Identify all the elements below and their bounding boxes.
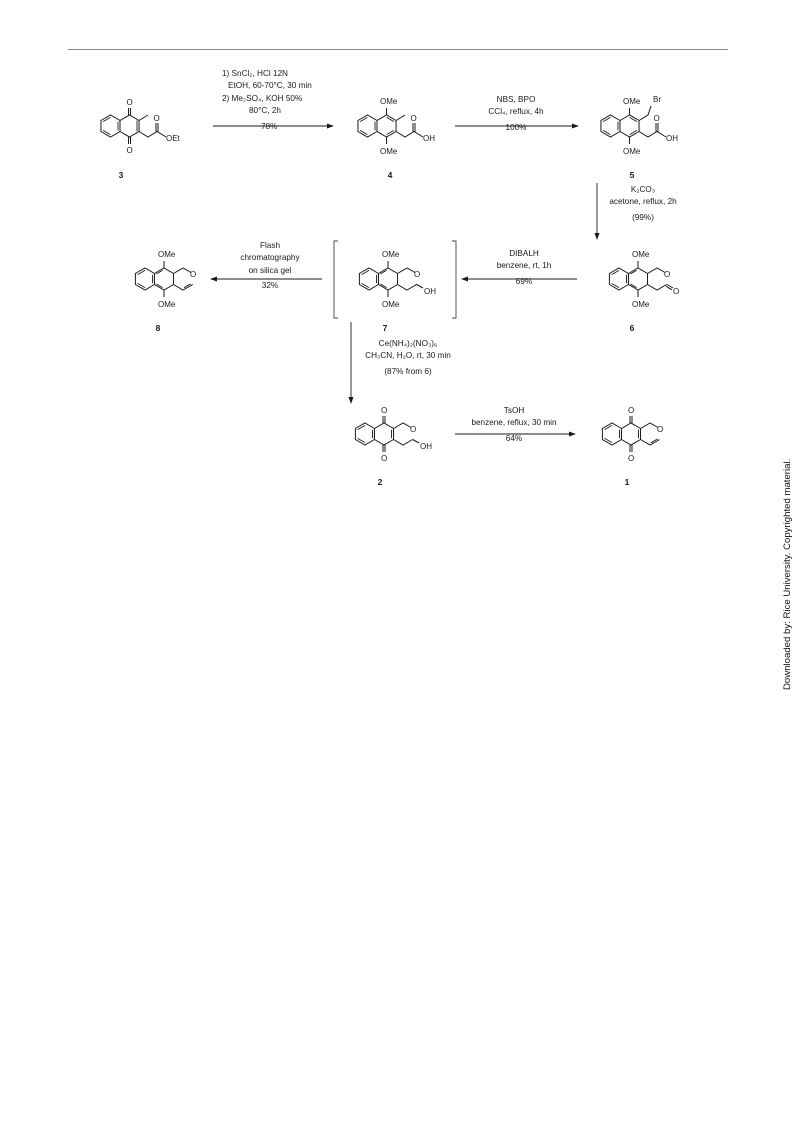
reaction-arrow-7-8	[210, 276, 322, 282]
download-watermark: Downloaded by: Rice University. Copyrigh…	[782, 458, 793, 690]
conditions-7-8: Flash chromatography on silica gel 32%	[222, 240, 318, 293]
atom-label: OMe	[632, 300, 650, 309]
structure-6: OMe OMe O O	[608, 250, 679, 309]
condition-line: chromatography	[240, 253, 300, 263]
structure-1: O O O	[601, 406, 663, 463]
conditions-3-4: 1) SnCl₂, HCl 12N EtOH, 60-70°C, 30 min …	[222, 68, 312, 133]
structure-3: O O O OEt	[100, 98, 181, 155]
condition-line: acetone, reflux, 2h	[609, 197, 677, 207]
compound-number-8: 8	[155, 323, 161, 333]
atom-label: OH	[420, 442, 432, 451]
atom-label: O	[190, 270, 196, 279]
atom-label: O	[411, 114, 417, 123]
structure-5: OMe OMe Br O OH	[600, 95, 678, 156]
atom-label: O	[673, 287, 679, 296]
atom-label: OH	[666, 134, 678, 143]
condition-line: CH₃CN, H₂O, rt, 30 min	[365, 351, 451, 361]
structure-4: OMe OMe O OH	[357, 97, 435, 156]
reaction-arrow-2-1	[455, 431, 576, 437]
condition-line: DIBALH	[509, 249, 539, 258]
atom-label: O	[657, 425, 663, 434]
conditions-4-5: NBS, BPO CCl₄, reflux, 4h 100%	[470, 94, 562, 134]
compound-number-7: 7	[382, 323, 388, 333]
atom-label: O	[628, 406, 634, 415]
atom-label: O	[410, 425, 416, 434]
atom-label: OMe	[158, 250, 176, 259]
condition-line: CCl₄, reflux, 4h	[488, 107, 544, 117]
compound-number-3: 3	[118, 170, 124, 180]
condition-line: Flash	[259, 241, 281, 250]
atom-label: O	[154, 114, 160, 123]
condition-yield: 32%	[261, 281, 279, 291]
condition-yield: 100%	[505, 122, 527, 132]
condition-yield: 69%	[515, 276, 533, 286]
atom-label: O	[628, 454, 634, 463]
compound-number-2: 2	[377, 477, 383, 487]
reaction-arrow-6-7	[461, 276, 577, 282]
condition-line: NBS, BPO	[496, 95, 536, 104]
condition-line: 2) Me₂SO₄, KOH 50%	[222, 93, 303, 103]
condition-yield: 64%	[505, 433, 523, 443]
atom-label: O	[414, 270, 420, 279]
atom-label: OMe	[632, 250, 650, 259]
condition-line: Ce(NH₄)₂(NO₃)₆	[378, 339, 438, 348]
atom-label: O	[381, 454, 387, 463]
atom-label: O	[654, 114, 660, 123]
atom-label: O	[664, 270, 670, 279]
condition-line: benzene, reflux, 30 min	[471, 418, 557, 428]
condition-yield: (99%)	[632, 212, 654, 222]
atom-label: OH	[424, 287, 436, 296]
atom-label: OMe	[623, 97, 641, 106]
atom-label: O	[127, 146, 133, 155]
condition-yield: 78%	[261, 121, 278, 131]
reaction-arrow-3-4	[213, 123, 334, 129]
atom-label: Br	[653, 95, 661, 104]
reaction-arrow-7-2	[348, 322, 354, 404]
atom-label: OMe	[382, 300, 400, 309]
condition-line: 1) SnCl₂, HCl 12N	[222, 69, 288, 78]
conditions-2-1: TsOH benzene, reflux, 30 min 64%	[460, 405, 568, 445]
condition-line: benzene, rt, 1h	[496, 261, 552, 271]
atom-label: OMe	[623, 147, 641, 156]
atom-label: OMe	[380, 147, 398, 156]
structure-7: OMe OMe O OH	[333, 240, 457, 319]
atom-label: OEt	[166, 134, 181, 143]
condition-yield: (87% from 6)	[384, 366, 432, 376]
header-rule	[68, 49, 728, 50]
compound-number-5: 5	[629, 170, 635, 180]
compound-number-4: 4	[387, 170, 393, 180]
atom-label: OMe	[158, 300, 176, 309]
reaction-arrow-4-5	[455, 123, 579, 129]
structure-8: OMe OMe O	[134, 250, 196, 309]
atom-label: O	[127, 98, 133, 107]
condition-line: TsOH	[503, 406, 525, 415]
atom-label: O	[381, 406, 387, 415]
atom-label: OH	[423, 134, 435, 143]
atom-label: OMe	[382, 250, 400, 259]
structure-2: O O O OH	[354, 406, 432, 463]
atom-label: OMe	[380, 97, 398, 106]
compound-number-1: 1	[624, 477, 630, 487]
conditions-7-2: Ce(NH₄)₂(NO₃)₆ CH₃CN, H₂O, rt, 30 min (8…	[355, 338, 461, 378]
conditions-5-6: K₂CO₃ acetone, reflux, 2h (99%)	[601, 184, 685, 224]
condition-line: K₂CO₃	[630, 185, 656, 194]
conditions-6-7: DIBALH benzene, rt, 1h 69%	[478, 248, 570, 288]
condition-line: EtOH, 60-70°C, 30 min	[228, 81, 312, 91]
condition-line: 80°C, 2h	[249, 106, 281, 116]
condition-line: on silica gel	[248, 265, 292, 275]
reaction-arrow-5-6	[594, 183, 600, 240]
compound-number-6: 6	[629, 323, 635, 333]
